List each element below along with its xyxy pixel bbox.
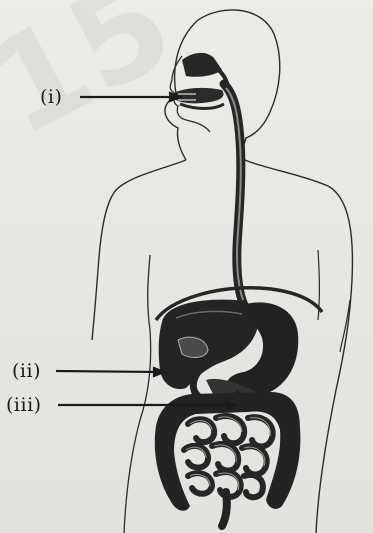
label-iii: (iii) [6, 396, 42, 415]
lower-jaw [180, 104, 224, 109]
label-i: (i) [40, 88, 62, 107]
pointer-ii [56, 371, 160, 372]
left-arm-line [124, 255, 151, 533]
mouth-cavity [176, 88, 224, 103]
small-intestine [184, 416, 273, 497]
label-ii: (ii) [12, 362, 41, 381]
rectum [222, 492, 227, 526]
nasal-cavity [182, 53, 222, 77]
